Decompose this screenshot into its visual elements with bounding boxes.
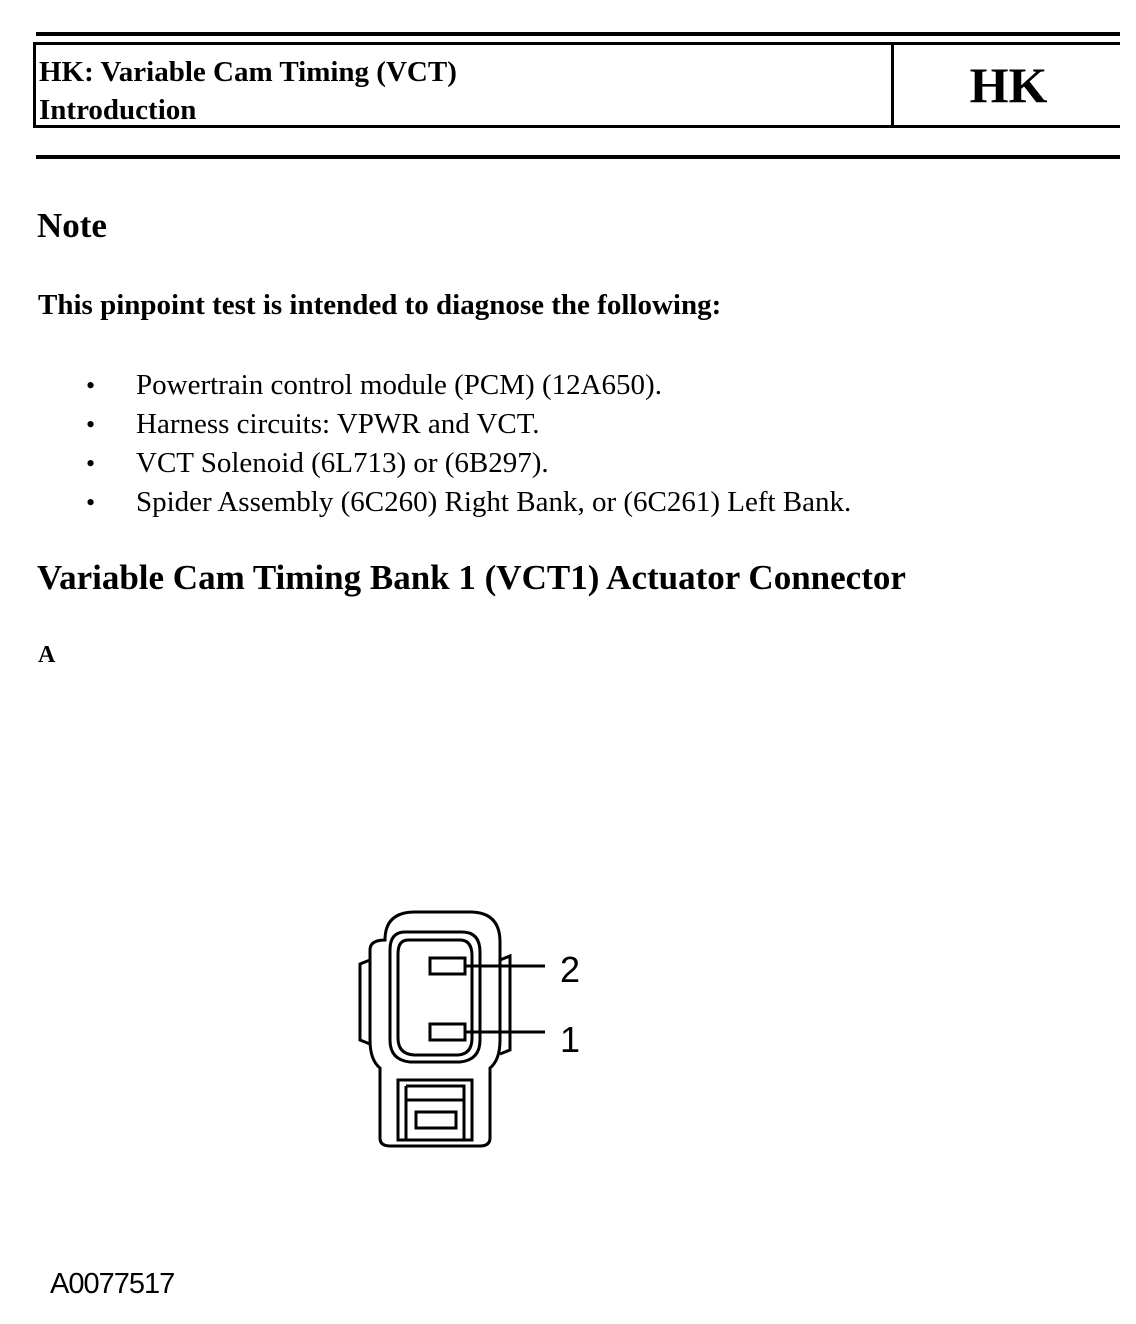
pin-1-label: 1 [560,1019,580,1060]
latch-inner [404,1084,466,1140]
list-item-text: Powertrain control module (PCM) (12A650)… [136,369,662,401]
view-label: A [38,642,56,668]
list-item: • Harness circuits: VPWR and VCT. [80,405,851,444]
connector-diagram: 2 1 [358,910,580,1148]
list-item: • Powertrain control module (PCM) (12A650… [80,366,851,405]
latch-slot [414,1110,458,1130]
connector-inner-cavity [388,930,482,1064]
figure-id: A0077517 [50,1268,175,1300]
bullet-icon: • [86,449,96,478]
document-header: HK: Variable Cam Timing (VCT) Introducti… [33,42,1120,128]
diagnose-list: • Powertrain control module (PCM) (12A650… [80,366,851,522]
pin-2-terminal [428,956,467,976]
header-subtitle: Introduction [39,94,197,126]
connector-section-heading: Variable Cam Timing Bank 1 (VCT1) Actuat… [37,558,906,597]
list-item-text: Spider Assembly (6C260) Right Bank, or (… [136,486,852,518]
list-item-text: VCT Solenoid (6L713) or (6B297). [136,447,549,479]
connector-left-tab [358,958,371,1046]
pin-2-label: 2 [560,949,580,990]
connector-inner-cavity-rim [396,938,474,1057]
header-code: HK [969,57,1048,113]
top-rule [36,32,1120,36]
latch-frame [396,1078,474,1142]
list-item-text: Harness circuits: VPWR and VCT. [136,408,540,440]
list-item: • VCT Solenoid (6L713) or (6B297). [80,444,851,483]
bullet-icon: • [86,488,96,517]
note-heading: Note [37,206,107,245]
list-item: • Spider Assembly (6C260) Right Bank, or … [80,483,851,522]
connector-right-tab [499,953,512,1056]
header-bottom-rule [36,155,1120,159]
header-title-cell: HK: Variable Cam Timing (VCT) Introducti… [36,45,894,126]
bullet-icon: • [86,410,96,439]
bullet-icon: • [86,371,96,400]
header-title: HK: Variable Cam Timing (VCT) [39,56,457,88]
pin-1-terminal [428,1022,467,1042]
note-intro: This pinpoint test is intended to diagno… [38,289,722,321]
